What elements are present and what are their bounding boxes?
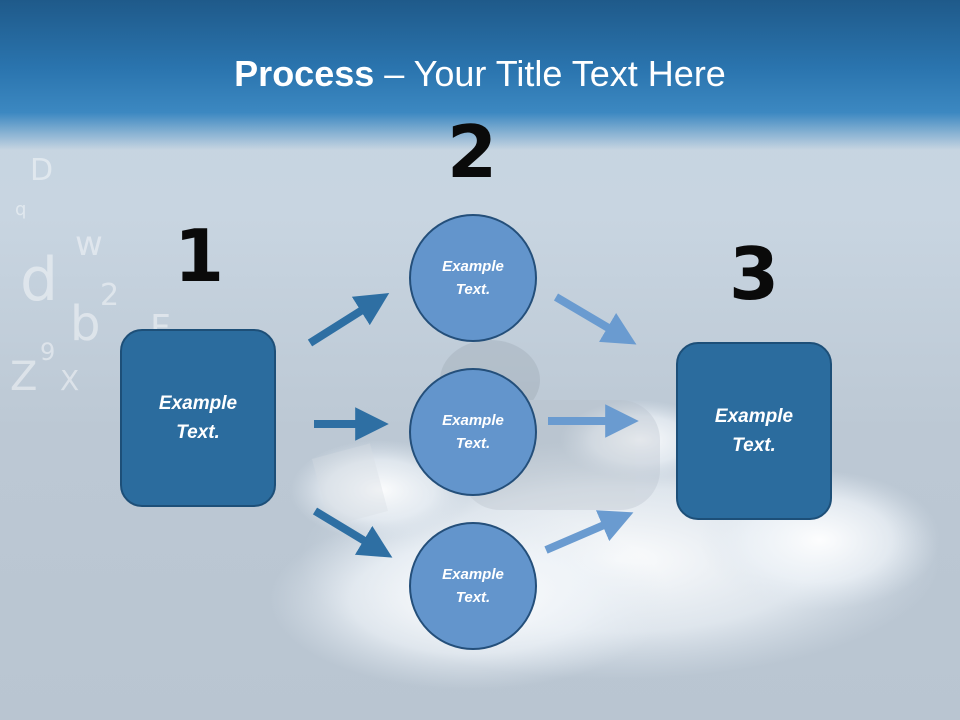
slide-title: Process – Your Title Text Here	[0, 52, 960, 96]
svg-text:D: D	[30, 153, 53, 188]
arrow-to-circle-top	[307, 293, 390, 347]
svg-text:X: X	[60, 364, 79, 397]
svg-text:2: 2	[100, 278, 119, 313]
step-number-2: 2	[446, 110, 498, 194]
circle-top-text: Example Text.	[442, 258, 504, 298]
arrow-to-circle-bottom	[312, 507, 393, 558]
title-bar	[0, 0, 960, 150]
circle-bottom-text: Example Text.	[442, 566, 504, 606]
title-bold: Process	[234, 53, 375, 94]
svg-text:9: 9	[40, 338, 55, 366]
arrow-from-circle-bottom	[544, 510, 634, 554]
arrow-from-circle-top	[553, 293, 637, 345]
step-number-1: 1	[173, 214, 225, 298]
svg-text:d: d	[20, 245, 58, 315]
svg-text:Z: Z	[10, 354, 37, 400]
svg-text:q: q	[15, 199, 26, 220]
right-process-box: Example Text.	[676, 342, 832, 520]
left-process-box: Example Text.	[120, 329, 276, 507]
circle-bottom: Example Text.	[409, 522, 537, 650]
circle-middle: Example Text.	[409, 368, 537, 496]
left-box-text: Example Text.	[158, 393, 238, 443]
right-box-text: Example Text.	[714, 406, 794, 456]
title-rest: – Your Title Text Here	[374, 53, 726, 94]
circle-top: Example Text.	[409, 214, 537, 342]
step-number-3: 3	[728, 232, 780, 316]
svg-text:w: w	[75, 224, 103, 264]
letters-decoration: d b w Z X D q 2 9 F	[10, 153, 171, 400]
svg-text:b: b	[70, 296, 100, 352]
circle-middle-text: Example Text.	[442, 412, 504, 452]
